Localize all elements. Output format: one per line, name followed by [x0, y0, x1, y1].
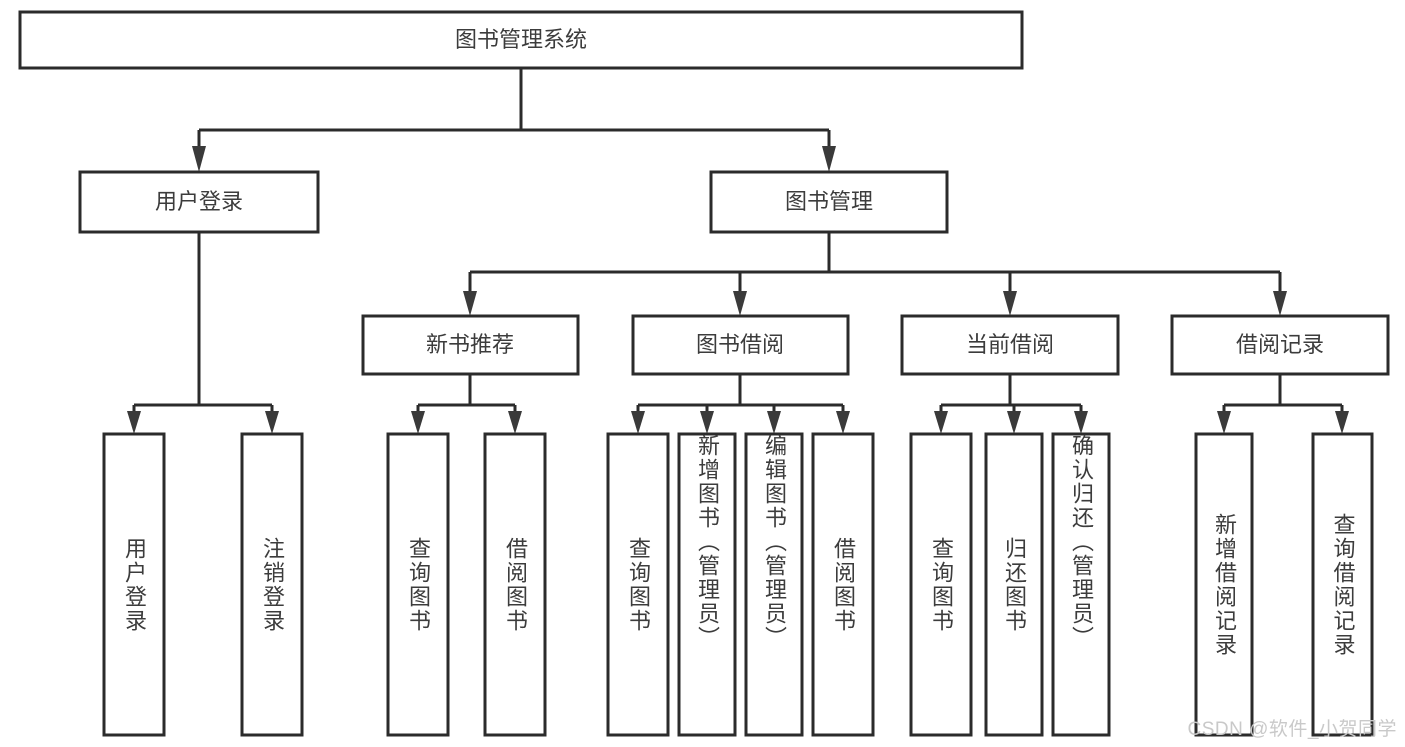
leaf-box-query-book-3[interactable]	[909, 432, 973, 737]
arrow-head-current-borrow	[1003, 291, 1017, 316]
node-borrow-record[interactable]: 借阅记录	[1170, 314, 1390, 376]
arrow-head-borrow-record	[1273, 291, 1287, 316]
arrow-head-user-login	[192, 146, 206, 172]
node-user-login[interactable]: 用户登录	[78, 170, 320, 234]
node-borrow-record-box[interactable]	[1170, 314, 1390, 376]
connector-group-book-borrow	[631, 374, 850, 434]
node-book-manage[interactable]: 图书管理	[709, 170, 949, 234]
leaf-box-add-book[interactable]	[677, 432, 737, 737]
arrow-head-leaf-edit-book	[767, 411, 781, 434]
node-root[interactable]: 图书管理系统	[18, 10, 1024, 70]
csdn-watermark: CSDN @软件_小贺同学	[1187, 719, 1397, 740]
node-current-borrow[interactable]: 当前借阅	[900, 314, 1120, 376]
leaf-box-return-book[interactable]	[984, 432, 1044, 737]
node-book-borrow[interactable]: 图书借阅	[631, 314, 850, 376]
node-current-borrow-label: 当前借阅	[966, 332, 1054, 357]
arrow-head-book-manage	[822, 146, 836, 172]
arrow-head-leaf-query-record	[1335, 411, 1349, 434]
node-new-book-recommend-box[interactable]	[361, 314, 580, 376]
leaf-box-query-record[interactable]	[1311, 432, 1374, 737]
arrow-head-leaf-user-login	[127, 411, 141, 434]
arrow-head-leaf-confirm-return	[1074, 411, 1088, 434]
leaf-box-user-login[interactable]	[102, 432, 166, 737]
node-root-label: 图书管理系统	[455, 27, 587, 52]
arrow-head-leaf-query-book-2	[631, 411, 645, 434]
node-book-borrow-label: 图书借阅	[696, 332, 784, 357]
leaf-box-user-logout[interactable]	[240, 432, 304, 737]
arrow-head-new-book-recommend	[463, 291, 477, 316]
arrow-head-leaf-query-book-3	[934, 411, 948, 434]
arrow-head-leaf-query-book-1	[411, 411, 425, 434]
leaf-box-confirm-return[interactable]	[1051, 432, 1111, 737]
arrow-head-leaf-user-logout	[265, 411, 279, 434]
node-book-borrow-box[interactable]	[631, 314, 850, 376]
node-new-book-recommend-label: 新书推荐	[426, 332, 514, 357]
node-user-login-label: 用户登录	[155, 189, 243, 214]
arrow-head-leaf-add-record	[1217, 411, 1231, 434]
leaf-box-edit-book[interactable]	[744, 432, 804, 737]
leaf-box-query-book-2[interactable]	[606, 432, 670, 737]
node-current-borrow-box[interactable]	[900, 314, 1120, 376]
node-book-manage-label: 图书管理	[785, 189, 873, 214]
connector-group-user-login	[127, 232, 279, 434]
node-book-manage-box[interactable]	[709, 170, 949, 234]
arrow-head-leaf-add-book	[700, 411, 714, 434]
node-user-login-box[interactable]	[78, 170, 320, 234]
arrow-head-leaf-return-book	[1007, 411, 1021, 434]
node-borrow-record-label: 借阅记录	[1236, 332, 1324, 357]
node-root-box[interactable]	[18, 10, 1024, 70]
connector-group-new-book-recommend	[411, 374, 522, 434]
node-new-book-recommend[interactable]: 新书推荐	[361, 314, 580, 376]
arrow-head-leaf-borrow-book-1	[508, 411, 522, 434]
leaf-box-add-record[interactable]	[1194, 432, 1254, 737]
leaf-boxes	[102, 432, 1374, 737]
connector-group-book-manage	[463, 232, 1287, 316]
leaf-box-borrow-book-2[interactable]	[811, 432, 875, 737]
connector-group-root	[192, 68, 836, 172]
arrow-head-leaf-borrow-book-2	[836, 411, 850, 434]
leaf-box-borrow-book-1[interactable]	[483, 432, 547, 737]
arrow-head-book-borrow	[733, 291, 747, 316]
leaf-box-query-book-1[interactable]	[386, 432, 450, 737]
connector-group-borrow-record	[1217, 374, 1349, 434]
connector-group-current-borrow	[934, 374, 1088, 434]
